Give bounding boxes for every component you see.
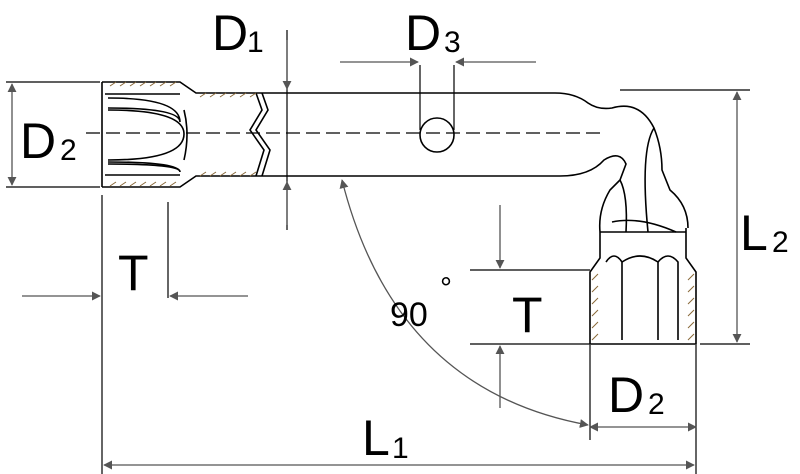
label-l1-sub: 1 — [392, 432, 409, 465]
label-d2-bottom-sub: 2 — [648, 388, 665, 421]
label-l2-letter: L — [740, 205, 768, 261]
label-d1-letter: D — [212, 5, 248, 61]
label-d3-sub: 3 — [444, 26, 461, 59]
label-l1-letter: L — [362, 410, 390, 466]
section-hatching — [109, 81, 695, 341]
dimension-arrows — [7, 40, 742, 470]
label-d2-left-letter: D — [20, 113, 56, 169]
label-t-left: T — [118, 245, 149, 301]
label-d3-letter: D — [405, 5, 441, 61]
label-d2-left: D 2 — [20, 113, 77, 169]
label-d2-bottom: D 2 — [608, 367, 665, 423]
label-d2-bottom-letter: D — [608, 367, 644, 423]
label-l2: L 2 — [740, 205, 789, 261]
label-angle-value: 90 — [390, 296, 428, 334]
label-d3: D 3 — [405, 5, 461, 61]
label-d1: D 1 — [212, 5, 264, 61]
label-angle: 90 ° — [390, 272, 452, 334]
wrench-body — [101, 81, 697, 345]
label-angle-degree: ° — [440, 272, 452, 305]
label-l1: L 1 — [362, 410, 409, 466]
label-d2-left-sub: 2 — [60, 134, 77, 167]
label-d1-sub: 1 — [247, 26, 264, 59]
label-t-right: T — [512, 287, 543, 343]
label-l2-sub: 2 — [772, 226, 789, 259]
